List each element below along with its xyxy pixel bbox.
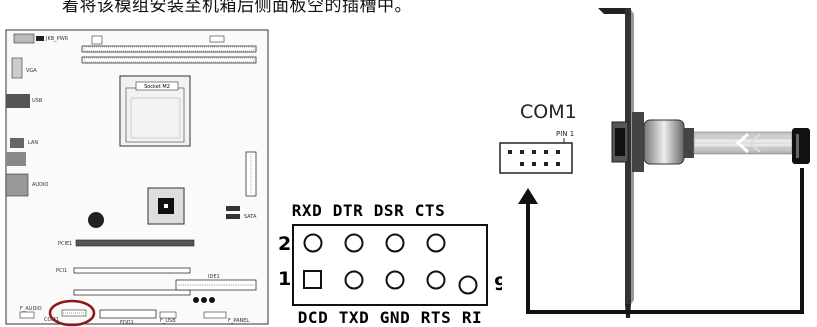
dimm-slot-2 bbox=[81, 56, 257, 64]
com1-header-box bbox=[499, 142, 573, 174]
pin-label-dcd: DCD bbox=[298, 308, 328, 327]
pci-slot-1 bbox=[73, 267, 191, 274]
pin-gnd bbox=[385, 270, 405, 290]
pin-label-cts: CTS bbox=[415, 201, 445, 220]
connector-housing bbox=[643, 119, 685, 165]
arrow-head bbox=[518, 188, 538, 204]
header-usb bbox=[159, 311, 177, 319]
pin-label-rts: RTS bbox=[421, 308, 451, 327]
pin-cts bbox=[426, 233, 446, 253]
header-top bbox=[91, 35, 103, 45]
header-audio bbox=[19, 311, 35, 319]
label-lan: LAN bbox=[28, 140, 38, 146]
pcie-slot bbox=[75, 239, 195, 247]
cpu-label: Socket M2 bbox=[144, 84, 170, 90]
label-f-audio: F_AUDIO bbox=[20, 306, 42, 312]
com-bracket-illustration: COM1 PIN 1 bbox=[499, 8, 810, 318]
io-audio-jacks bbox=[5, 173, 29, 197]
pin-9-label: 9 bbox=[494, 273, 502, 295]
pin-label-dsr: DSR bbox=[374, 201, 404, 220]
pin-label-gnd: GND bbox=[380, 308, 410, 327]
sata-1 bbox=[226, 206, 240, 211]
label-ide: IDE1 bbox=[208, 274, 220, 280]
label-audio-io: AUDIO bbox=[32, 182, 48, 188]
com1-header-pins bbox=[508, 150, 560, 166]
dimm-slot-1 bbox=[81, 45, 257, 53]
label-pcie: PCIE1 bbox=[58, 241, 72, 247]
connection-arrow bbox=[526, 168, 804, 314]
pci-slot-2 bbox=[73, 289, 191, 296]
header-panel bbox=[203, 311, 227, 319]
pin-label-ri: RI bbox=[462, 308, 482, 327]
label-f-panel: F_PANEL bbox=[228, 318, 249, 324]
label-pci: PCI1 bbox=[56, 268, 67, 274]
io-block bbox=[6, 152, 26, 166]
row-label-2: 2 bbox=[278, 233, 291, 255]
label-f-usb: F_USB bbox=[160, 318, 176, 324]
io-lan bbox=[10, 138, 24, 148]
sata-2 bbox=[226, 214, 240, 219]
bracket-top bbox=[598, 8, 628, 14]
motherboard-diagram: JKB_PWR VGA USB LAN AUDIO Socket M2 SATA… bbox=[5, 29, 269, 327]
caption-text: 着将该模组安装至机箱后侧面板空的插槽中。 bbox=[62, 0, 412, 16]
cable-header bbox=[792, 128, 810, 164]
label-vga: VGA bbox=[26, 68, 37, 74]
label-sata: SATA bbox=[244, 214, 257, 220]
label-fdd: FDD1 bbox=[120, 320, 134, 326]
io-port bbox=[36, 36, 44, 41]
cable-direction-arrow bbox=[735, 132, 750, 154]
ide-connector bbox=[175, 279, 257, 291]
pin-label-dtr: DTR bbox=[333, 201, 363, 220]
com-highlight-ellipse bbox=[48, 299, 96, 327]
pinout-box bbox=[292, 224, 488, 306]
pin-dtr bbox=[344, 233, 364, 253]
pin-ri bbox=[458, 275, 478, 295]
pin1-label: PIN 1 bbox=[556, 130, 574, 138]
pin-rts bbox=[426, 270, 446, 290]
cpu-label-box bbox=[135, 81, 179, 91]
header-top-right bbox=[209, 35, 225, 43]
fdd-connector bbox=[99, 309, 157, 319]
io-ps2 bbox=[13, 33, 35, 44]
pin-label-txd: TXD bbox=[339, 308, 369, 327]
io-usb-audio bbox=[6, 94, 30, 108]
pin-rxd bbox=[303, 233, 323, 253]
row-label-1: 1 bbox=[278, 268, 291, 290]
com1-title: COM1 bbox=[520, 101, 577, 123]
label-com-header: COM1 bbox=[44, 317, 59, 323]
label-usb: USB bbox=[32, 98, 43, 104]
connector-flange bbox=[632, 112, 644, 172]
pin-txd bbox=[344, 270, 364, 290]
pin-dsr bbox=[385, 233, 405, 253]
pin-label-rxd: RXD bbox=[292, 201, 322, 220]
io-vga bbox=[11, 57, 23, 79]
com-pinout-diagram: RXD DTR DSR CTS 2 1 9 DCD TXD GND RTS RI bbox=[278, 201, 502, 327]
label-jkb-pwr: JKB_PWR bbox=[45, 36, 69, 42]
pin-dcd bbox=[303, 270, 322, 289]
battery bbox=[88, 212, 104, 228]
